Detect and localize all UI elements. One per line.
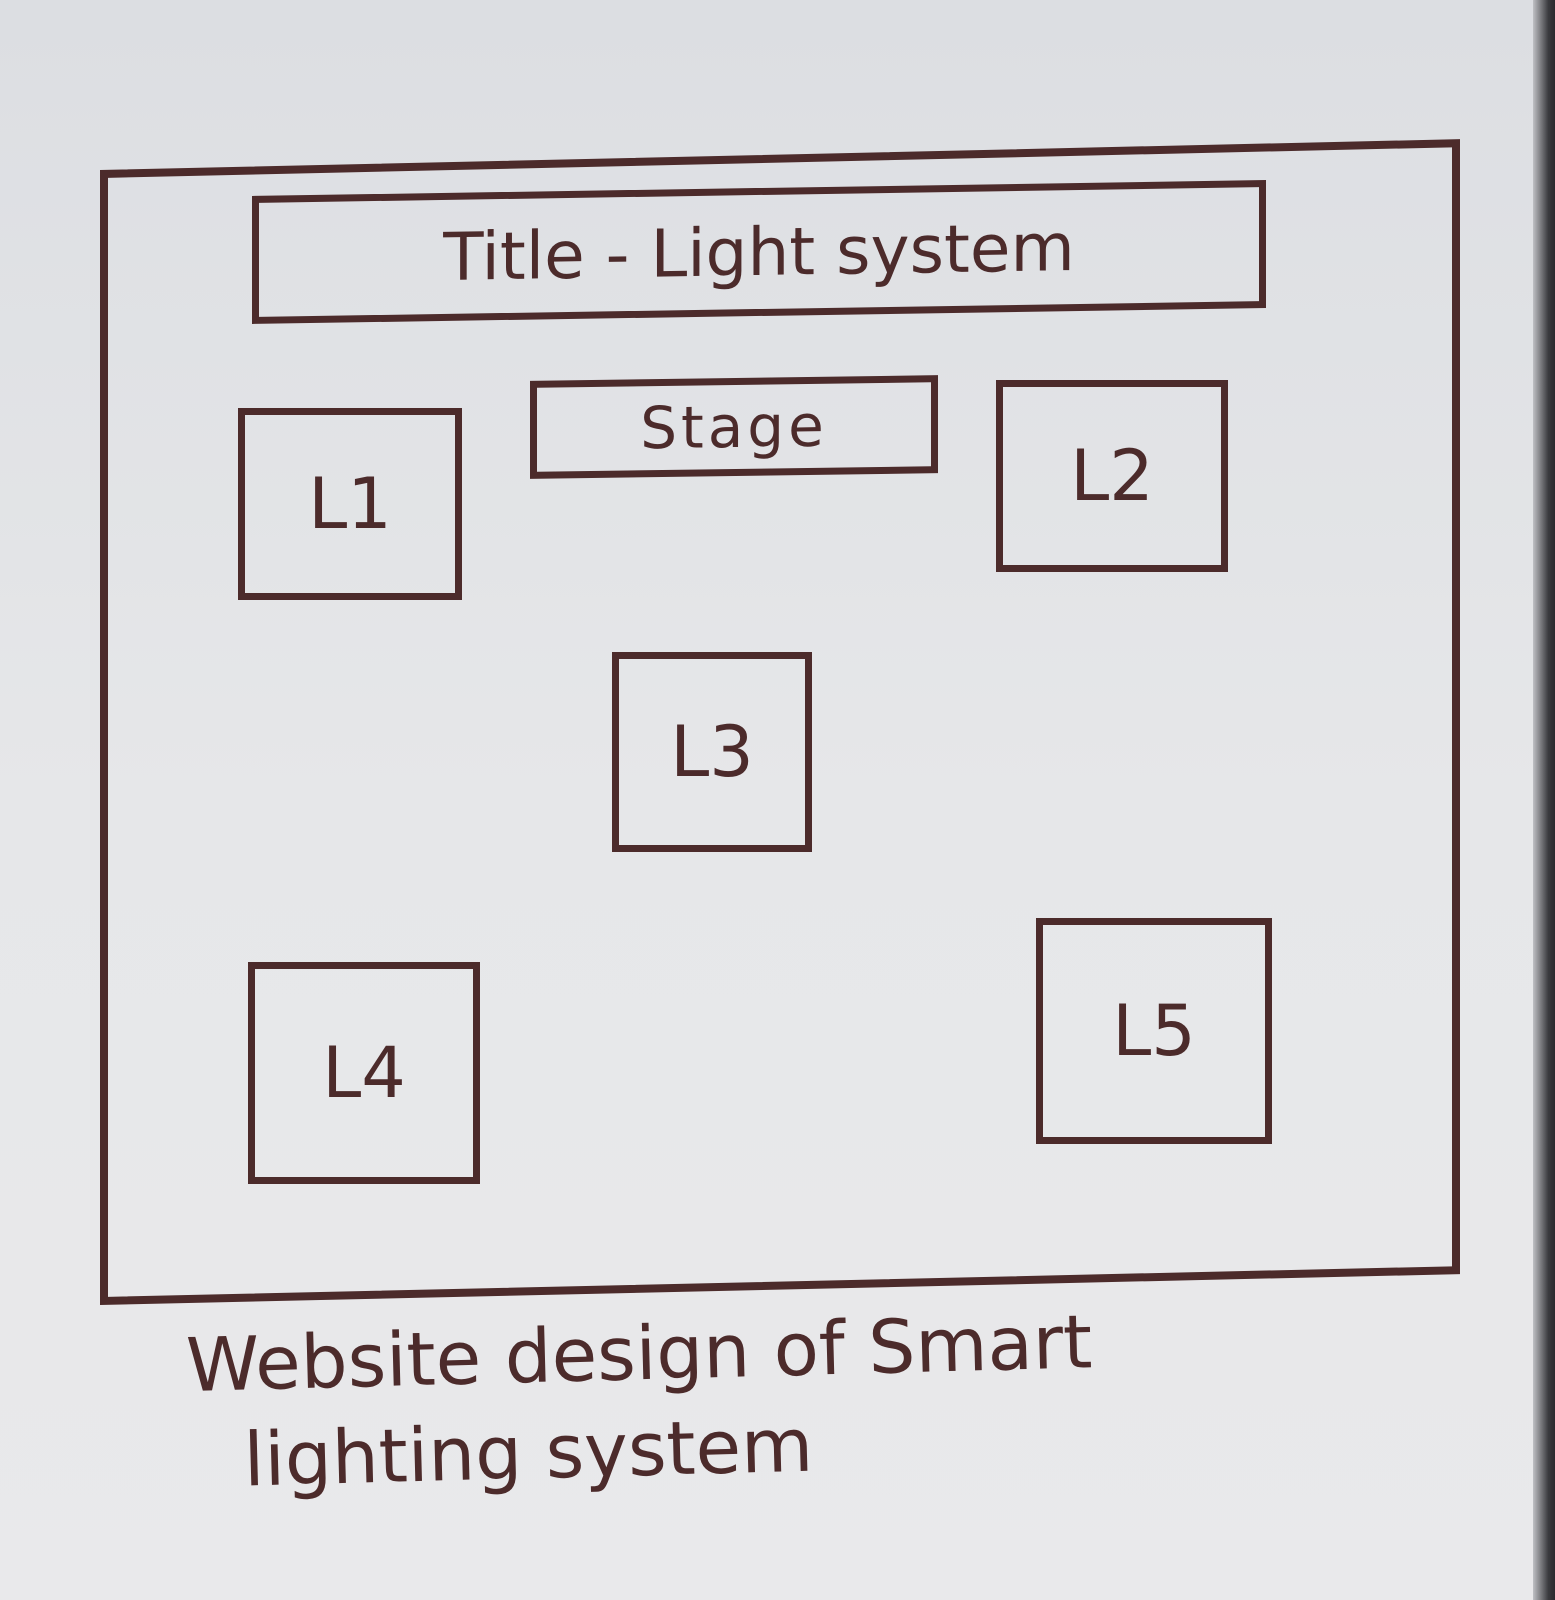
title-box: Title - Light system: [252, 180, 1266, 324]
light-l5-label: L5: [1112, 990, 1196, 1072]
light-l4-box[interactable]: L4: [248, 962, 480, 1184]
stage-label: Stage: [640, 391, 828, 463]
light-l4-label: L4: [322, 1032, 406, 1114]
light-l1-label: L1: [308, 463, 392, 545]
paper-edge: [1533, 0, 1555, 1600]
light-l5-box[interactable]: L5: [1036, 918, 1272, 1144]
light-l2-box[interactable]: L2: [996, 380, 1228, 572]
light-l3-box[interactable]: L3: [612, 652, 812, 852]
caption: Website design of Smart lighting system: [185, 1288, 1350, 1510]
light-l3-label: L3: [670, 711, 754, 793]
page-title: Title - Light system: [443, 208, 1075, 296]
light-l1-box[interactable]: L1: [238, 408, 462, 600]
stage-box: Stage: [530, 375, 938, 479]
light-l2-label: L2: [1070, 435, 1154, 517]
